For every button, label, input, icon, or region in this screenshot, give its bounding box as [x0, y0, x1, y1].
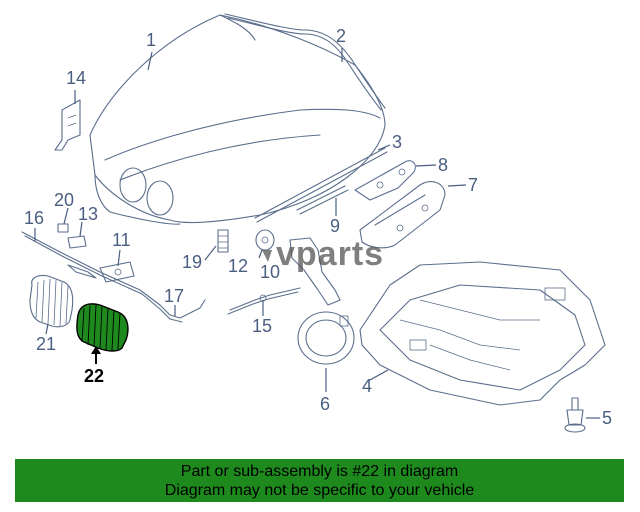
callout-21: 21: [36, 334, 56, 354]
info-banner: Part or sub-assembly is #22 in diagram D…: [15, 459, 624, 502]
grommet-ring-part: [297, 311, 355, 365]
gas-strut-part: [254, 147, 388, 223]
banner-line-2: Diagram may not be specific to your vehi…: [164, 482, 475, 499]
callout-14: 14: [66, 68, 86, 88]
callout-12: 12: [228, 256, 248, 276]
hood-part: [89, 14, 386, 225]
hood-support-part: [296, 185, 349, 215]
callout-20: 20: [54, 190, 74, 210]
svg-text:vparts: vparts: [276, 235, 384, 273]
leader-lines: [34, 48, 600, 419]
callout-1: 1: [146, 30, 156, 50]
grille-left-part: [29, 274, 74, 328]
callout-11: 11: [112, 230, 131, 250]
spring-part: [217, 229, 229, 253]
push-clip-part: [564, 397, 586, 433]
grille-right-part-highlighted: [76, 303, 129, 352]
callout-3: 3: [392, 132, 402, 152]
hood-latch-assembly-part: [227, 229, 341, 315]
callout-16: 16: [24, 208, 44, 228]
callout-4: 4: [362, 376, 372, 396]
banner-line-1: Part or sub-assembly is #22 in diagram: [180, 463, 459, 480]
callout-7: 7: [468, 175, 478, 195]
hinge-part: [354, 160, 416, 201]
callout-labels: 1 2 3 4 5 6 7 8 9 10 11 12 13 14 15 16 1…: [24, 26, 612, 428]
callout-8: 8: [438, 155, 448, 175]
callout-6: 6: [320, 394, 330, 414]
callout-19: 19: [182, 252, 202, 272]
bracket-part: [54, 99, 81, 151]
hinge-lower-part: [359, 181, 446, 249]
callout-15: 15: [252, 316, 272, 336]
callout-2: 2: [336, 26, 346, 46]
vparts-watermark: vparts: [262, 235, 384, 273]
hood-seal-part: [224, 13, 386, 111]
callout-17: 17: [164, 286, 184, 306]
small-fasteners-part: [57, 223, 135, 283]
underbody-shield-part: [359, 261, 606, 406]
callout-22-highlighted: 22: [84, 366, 104, 386]
release-cable-part: [21, 231, 206, 323]
callout-13: 13: [78, 204, 98, 224]
callout-5: 5: [602, 408, 612, 428]
callout-10: 10: [260, 262, 280, 282]
callout-9: 9: [330, 216, 340, 236]
